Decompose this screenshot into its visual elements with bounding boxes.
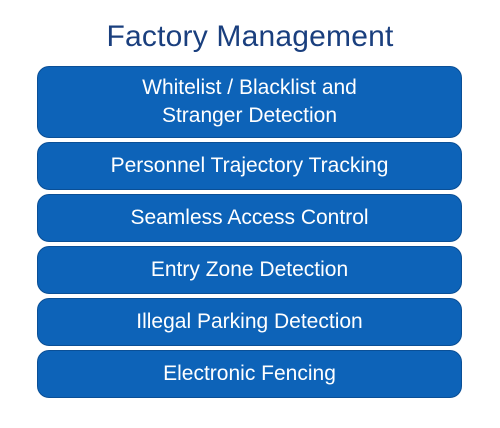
feature-label: Electronic Fencing [163, 362, 336, 385]
feature-box-entry-zone: Entry Zone Detection [37, 246, 462, 294]
feature-label-line-1: Whitelist / Blacklist and [142, 76, 357, 99]
feature-label: Personnel Trajectory Tracking [110, 154, 389, 177]
feature-box-trajectory-tracking: Personnel Trajectory Tracking [37, 142, 462, 190]
feature-label: Whitelist / Blacklist and Stranger Detec… [142, 74, 357, 130]
feature-label: Seamless Access Control [130, 206, 369, 229]
feature-box-access-control: Seamless Access Control [37, 194, 462, 242]
feature-list: Whitelist / Blacklist and Stranger Detec… [37, 66, 462, 402]
feature-box-illegal-parking: Illegal Parking Detection [37, 298, 462, 346]
feature-label-line-2: Stranger Detection [161, 104, 338, 127]
feature-box-electronic-fencing: Electronic Fencing [37, 350, 462, 398]
feature-label: Illegal Parking Detection [136, 310, 363, 333]
feature-box-whitelist-blacklist: Whitelist / Blacklist and Stranger Detec… [37, 66, 462, 138]
feature-label: Entry Zone Detection [150, 258, 349, 281]
page-title: Factory Management [106, 20, 394, 53]
